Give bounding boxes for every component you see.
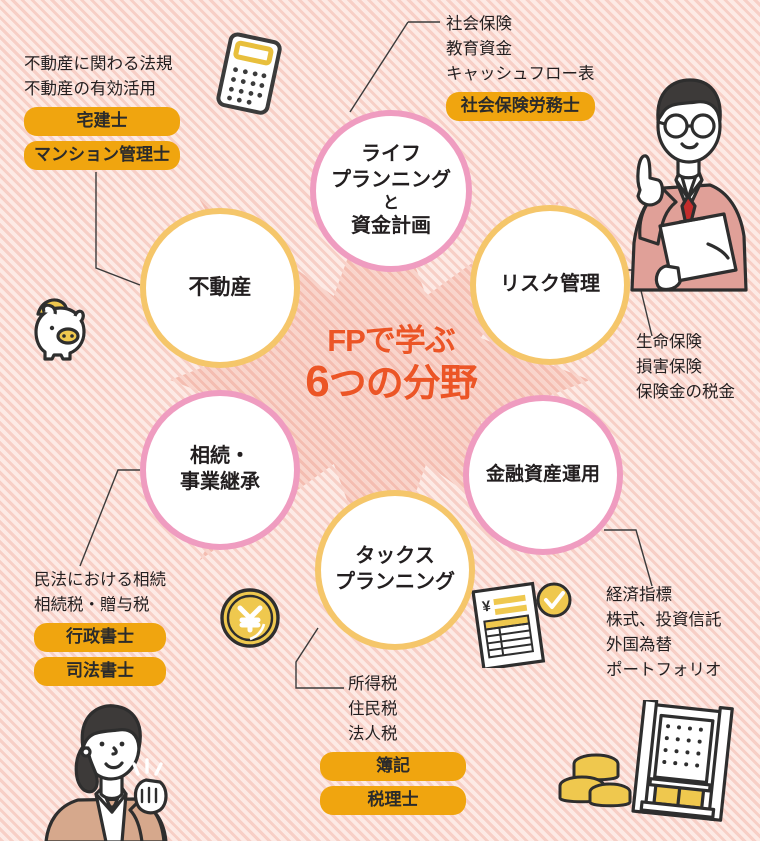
note-topic: 住民税 [348, 700, 398, 719]
businessman-illustration [630, 78, 748, 292]
note-topic: 教育資金 [446, 40, 512, 59]
circle-inheritance[interactable]: 相続・ 事業継承 [140, 390, 300, 550]
circle-tax-line1: タックス [355, 545, 435, 568]
center-title-suffix: つの分野 [328, 362, 478, 405]
businesswoman-illustration [44, 704, 168, 841]
circle-life-line3: と [382, 194, 400, 213]
note-topic: 外国為替 [606, 636, 672, 655]
badge-mansion-kanrishi[interactable]: マンション管理士 [24, 141, 180, 171]
note-life-planning: 社会保険 教育資金 キャッシュフロー表 社会保険労務士 [446, 12, 595, 122]
badge-takkenshi[interactable]: 宅建士 [24, 107, 180, 137]
note-topic: キャッシュフロー表 [446, 65, 595, 84]
circle-life-line1: ライフ [361, 143, 421, 166]
note-topic: 所得税 [348, 675, 398, 693]
note-topic: 生命保険 [636, 333, 702, 351]
note-topic: 相続税・贈与税 [34, 596, 150, 615]
note-risk-management: 生命保険 損害保険 保険金の税金 [636, 330, 735, 405]
badge-shihou-shoshi[interactable]: 司法書士 [34, 657, 166, 687]
circle-risk-management[interactable]: リスク管理 [470, 205, 630, 365]
note-topic: 不動産の有効活用 [24, 80, 156, 99]
circle-life-line4: 資金計画 [351, 215, 431, 238]
note-topic: 損害保険 [636, 358, 702, 377]
calculator-icon [216, 32, 282, 115]
circle-tax-line2: プランニング [335, 571, 455, 593]
note-financial-assets: 経済指標 株式、投資信託 外国為替 ポートフォリオ [606, 583, 722, 683]
circle-financial-assets[interactable]: 金融資産運用 [463, 395, 623, 555]
badge-boki[interactable]: 簿記 [320, 752, 466, 782]
svg-text:¥: ¥ [481, 598, 492, 616]
badge-gyousei-shoshi[interactable]: 行政書士 [34, 623, 166, 653]
note-inheritance: 民法における相続 相続税・贈与税 行政書士 司法書士 [34, 568, 166, 687]
circle-souzoku-line1: 相続・ [190, 445, 250, 468]
bank-building-icon [558, 700, 734, 822]
circle-life-line2: プランニング [331, 168, 451, 191]
circle-risk-label: リスク管理 [500, 273, 600, 296]
note-topic: 株式、投資信託 [606, 611, 722, 630]
note-tax-planning: 所得税 住民税 法人税 簿記 税理士 [320, 672, 466, 816]
circle-tax-planning[interactable]: タックス プランニング [315, 490, 475, 650]
circle-fudosan-label: 不動産 [188, 275, 252, 299]
note-topic: 社会保険 [446, 15, 512, 33]
note-topic: 経済指標 [606, 586, 672, 604]
note-topic: 保険金の税金 [636, 383, 735, 402]
badge-shakaihoken-roumushi[interactable]: 社会保険労務士 [446, 92, 595, 122]
circle-real-estate[interactable]: 不動産 [140, 208, 300, 368]
circle-finance-label: 金融資産運用 [485, 463, 600, 485]
note-topic: 不動産に関わる法規 [24, 55, 173, 73]
note-topic: ポートフォリオ [606, 661, 722, 680]
center-title-line2: 6つの分野 [286, 356, 496, 406]
note-topic: 法人税 [348, 725, 398, 744]
center-title-number: 6 [305, 356, 330, 406]
badge-zeirishi[interactable]: 税理士 [320, 786, 466, 816]
circle-life-planning[interactable]: ライフ プランニング と 資金計画 [310, 110, 472, 272]
center-title: FPで学ぶ 6つの分野 [286, 323, 496, 406]
yen-coin-icon [220, 588, 280, 648]
note-topic: 民法における相続 [34, 571, 166, 589]
note-real-estate: 不動産に関わる法規 不動産の有効活用 宅建士 マンション管理士 [24, 52, 180, 171]
circle-souzoku-line2: 事業継承 [180, 471, 260, 493]
piggy-bank-icon [34, 298, 86, 361]
center-title-line1: FPで学ぶ [327, 323, 456, 358]
tax-form-icon: ¥ [471, 581, 572, 668]
